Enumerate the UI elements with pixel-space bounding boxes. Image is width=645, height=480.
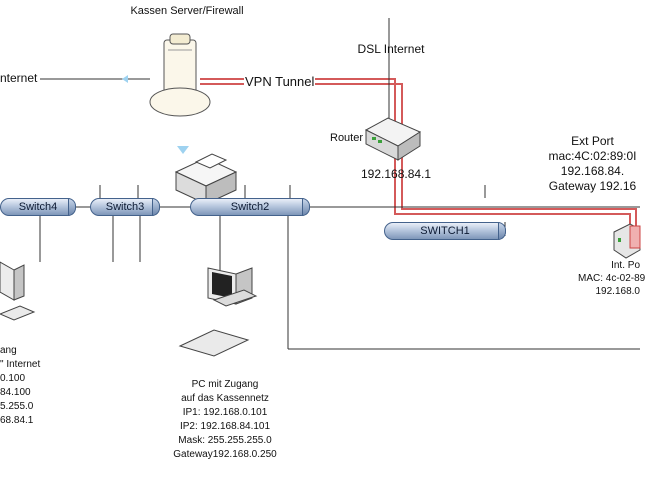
- left-pc-line-3: 0.100: [0, 373, 26, 384]
- printer-icon: [174, 153, 238, 205]
- left-pc-line-2: " Internet: [0, 359, 41, 370]
- center-pc-info: PC mit Zugang auf das Kassennetz IP1: 19…: [150, 380, 300, 460]
- left-pc-icon: [0, 261, 36, 321]
- left-arrow-icon: [122, 75, 128, 83]
- switch3: Switch3: [90, 198, 160, 216]
- server-label: Kassen Server/Firewall: [130, 5, 244, 17]
- center-pc-icon: [178, 267, 258, 357]
- ext-port-ip: 192.168.84.: [560, 164, 625, 178]
- center-pc-line-6: Gateway192.168.0.250: [173, 449, 277, 460]
- switch1: SWITCH1: [384, 222, 506, 240]
- center-pc-line-3: IP1: 192.168.0.101: [182, 407, 268, 418]
- vpn-tunnel-label: VPN Tunnel: [244, 74, 316, 89]
- int-port-title: Int. Po: [611, 260, 640, 271]
- down-arrow-icon: [177, 146, 189, 154]
- vpn-tunnel-line: [200, 78, 637, 233]
- left-pc-line-1: ang: [0, 345, 17, 356]
- left-pc-info: ang " Internet 0.100 84.100 5.255.0 68.8…: [0, 346, 40, 426]
- ext-port-title: Ext Port: [571, 134, 614, 148]
- int-port-ip: 192.168.0: [595, 286, 641, 297]
- center-pc-line-4: IP2: 192.168.84.101: [179, 421, 271, 432]
- router-icon: [364, 117, 422, 161]
- server-firewall-icon: [149, 33, 211, 117]
- center-pc-line-5: Mask: 255.255.255.0: [178, 435, 272, 446]
- int-port-mac: MAC: 4c-02-89: [578, 273, 645, 284]
- ext-port-gateway: Gateway 192.16: [548, 179, 637, 193]
- switch4: Switch4: [0, 198, 76, 216]
- ext-port-block: Ext Port mac:4C:02:89:0I 192.168.84. Gat…: [545, 135, 640, 192]
- internet-left-label: nternet: [0, 71, 38, 85]
- center-pc-line-1: PC mit Zugang: [191, 379, 259, 390]
- switch2: Switch2: [190, 198, 310, 216]
- left-pc-line-4: 84.100: [0, 387, 31, 398]
- dsl-internet-label: DSL Internet: [357, 42, 425, 56]
- center-pc-line-2: auf das Kassennetz: [181, 393, 269, 404]
- right-device-icon: [613, 223, 641, 259]
- ext-port-mac: mac:4C:02:89:0I: [548, 149, 637, 163]
- router-ip-label: 192.168.84.1: [361, 167, 432, 181]
- router-label: Router: [330, 132, 364, 144]
- int-port-block: Int. Po MAC: 4c-02-89 192.168.0: [578, 260, 645, 297]
- left-pc-line-6: 68.84.1: [0, 415, 34, 426]
- left-pc-line-5: 5.255.0: [0, 401, 34, 412]
